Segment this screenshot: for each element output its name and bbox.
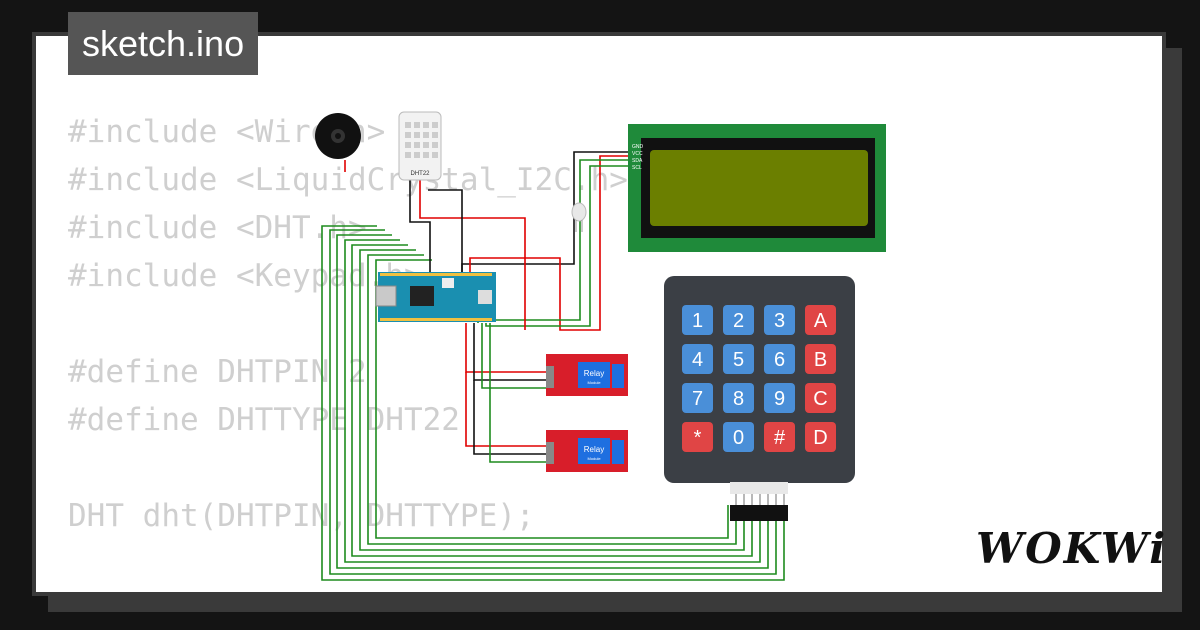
sensor-wires [344,160,526,330]
key-label: 3 [774,310,785,332]
dht-label: DHT22 [410,171,430,177]
key-label: A [814,310,828,332]
lcd-pin-sda: SDA [632,158,643,164]
file-tab[interactable]: sketch.ino [68,12,259,75]
relay-1-label: Relay [584,369,604,378]
key-label: B [814,349,827,371]
key-label: C [813,388,827,410]
key-label: D [813,427,827,449]
code-line: DHT dht(DHTPIN, DHTTYPE); [68,498,535,534]
project-card[interactable]: #include <Wire.h>#include <LiquidCrystal… [32,32,1166,596]
key-label: 1 [692,310,703,332]
key-B[interactable]: B [805,344,836,374]
dht22-sensor: DHT22 [398,111,442,181]
key-D[interactable]: D [805,422,836,452]
lcd-pin-gnd: GND [632,144,644,150]
key-label: 0 [733,427,744,449]
relay-1-sub: Module [587,380,601,385]
relay-module-2[interactable]: Relay Module [546,430,628,472]
lcd-display[interactable]: GND VCC SDA SCL [628,124,886,252]
key-label: 4 [692,349,703,371]
key-6[interactable]: 6 [764,344,795,374]
key-*[interactable]: * [682,422,713,452]
key-0[interactable]: 0 [723,422,754,452]
lcd-pin-scl: SCL [632,165,642,171]
relay-2-label: Relay [584,445,604,454]
relay-wires [465,323,548,463]
key-A[interactable]: A [805,305,836,335]
key-#[interactable]: # [764,422,795,452]
key-label: 9 [774,388,785,410]
key-1[interactable]: 1 [682,305,713,335]
key-8[interactable]: 8 [723,383,754,413]
key-3[interactable]: 3 [764,305,795,335]
key-label: * [694,427,702,449]
key-label: 2 [733,310,744,332]
code-line: #define DHTTYPE DHT22 [68,402,460,438]
relay-module-1[interactable]: Relay Module [546,354,628,396]
keypad[interactable]: 1 2 3 A 4 5 6 B 7 8 9 C * 0 # D [664,276,855,521]
buzzer [315,113,361,159]
lcd-pin-vcc: VCC [632,151,643,157]
key-5[interactable]: 5 [723,344,754,374]
key-label: # [774,427,786,449]
key-label: 6 [774,349,785,371]
key-2[interactable]: 2 [723,305,754,335]
key-C[interactable]: C [805,383,836,413]
key-7[interactable]: 7 [682,383,713,413]
key-9[interactable]: 9 [764,383,795,413]
keypad-wires [321,225,785,581]
wokwi-logo: WOKWi [976,524,1168,573]
led [571,202,587,232]
key-label: 7 [692,388,703,410]
code-line: #include <DHT.h> [68,210,367,246]
relay-2-sub: Module [587,456,601,461]
key-label: 8 [733,388,744,410]
key-4[interactable]: 4 [682,344,713,374]
arduino-nano[interactable] [375,272,496,322]
key-label: 5 [733,349,744,371]
